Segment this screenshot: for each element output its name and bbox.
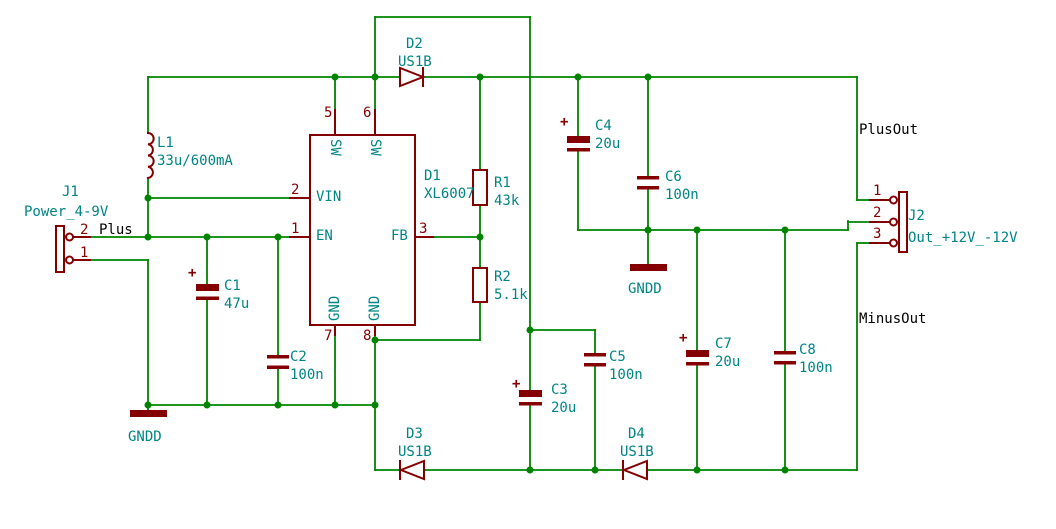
pin-number-j2-2: 2	[873, 205, 882, 221]
pin-number-j1-1: 1	[80, 245, 89, 261]
polarity-plus-c3: +	[512, 376, 521, 392]
pin-number-j1-2: 2	[80, 222, 89, 238]
component-D3-diode[interactable]	[398, 459, 425, 481]
pin-number-gnd7: 7	[324, 328, 333, 344]
ref-R1: R1	[494, 175, 511, 191]
gndd-symbol-left[interactable]	[130, 410, 167, 417]
component-D2-diode[interactable]	[399, 66, 426, 88]
ref-C1: C1	[224, 278, 241, 294]
value-J1: Power_4-9V	[24, 204, 109, 220]
ref-C5: C5	[609, 349, 626, 365]
component-J1-connector[interactable]	[55, 225, 91, 273]
component-C6-capacitor[interactable]	[637, 176, 659, 190]
value-D3: US1B	[398, 444, 432, 460]
ref-D3: D3	[406, 426, 423, 442]
component-C2-capacitor[interactable]	[267, 355, 289, 369]
ref-C2: C2	[290, 349, 307, 365]
value-D4: US1B	[620, 444, 654, 460]
pin-name-sw6: SW	[367, 139, 383, 156]
value-C7: 20u	[715, 354, 741, 370]
value-C1: 47u	[224, 296, 250, 312]
value-C3: 20u	[551, 400, 577, 416]
ref-J1: J1	[62, 184, 79, 200]
pin-name-fb: FB	[391, 228, 408, 244]
value-R1: 43k	[494, 193, 520, 209]
gndd-symbol-middle[interactable]	[630, 264, 667, 271]
component-D4-diode[interactable]	[621, 459, 648, 481]
ref-L1: L1	[157, 135, 174, 151]
wires	[89, 16, 871, 471]
component-C3-capacitor[interactable]	[519, 390, 542, 406]
ref-C6: C6	[665, 169, 682, 185]
gndd-label-middle: GNDD	[628, 281, 662, 297]
gndd-label-left: GNDD	[128, 429, 162, 445]
component-C7-capacitor[interactable]	[686, 350, 709, 366]
ref-C7: C7	[715, 336, 732, 352]
junction-dots	[144, 73, 789, 474]
value-C5: 100n	[609, 367, 643, 383]
component-C5-capacitor[interactable]	[584, 353, 606, 367]
polarity-plus-c4: +	[560, 114, 569, 130]
pin-number-vin: 2	[291, 182, 300, 198]
pin-number-gnd8: 8	[363, 328, 372, 344]
component-C1-capacitor[interactable]	[196, 284, 219, 300]
value-L1: 33u/600mA	[157, 153, 233, 169]
polarity-plus-c1: +	[188, 265, 197, 281]
value-J2: Out_+12V_-12V	[908, 230, 1018, 246]
component-C4-capacitor[interactable]	[567, 136, 590, 152]
pin-number-sw5: 5	[324, 105, 333, 121]
net-label-plus: Plus	[99, 222, 133, 238]
net-label-minusout: MinusOut	[859, 311, 927, 327]
ref-C8: C8	[799, 342, 816, 358]
pin-name-gnd8: GND	[367, 295, 383, 321]
component-D1-ic-body[interactable]	[289, 109, 434, 336]
component-R1-resistor[interactable]	[472, 169, 488, 206]
pin-number-j2-3: 3	[873, 226, 882, 242]
pin-name-en: EN	[316, 228, 333, 244]
pin-number-sw6: 6	[363, 105, 372, 121]
pin-number-fb: 3	[419, 221, 428, 237]
pin-name-sw5: SW	[327, 139, 343, 156]
value-D2: US1B	[398, 54, 432, 70]
component-L1-inductor[interactable]	[146, 131, 155, 180]
pin-number-j2-1: 1	[873, 183, 882, 199]
value-D1: XL6007	[424, 186, 475, 202]
ref-D4: D4	[628, 426, 645, 442]
value-R2: 5.1k	[494, 287, 528, 303]
ref-C4: C4	[595, 118, 612, 134]
component-C8-capacitor[interactable]	[774, 351, 796, 365]
ref-D2: D2	[406, 36, 423, 52]
ref-R2: R2	[494, 269, 511, 285]
value-C4: 20u	[595, 136, 621, 152]
component-R2-resistor[interactable]	[472, 267, 488, 303]
ref-C3: C3	[551, 382, 568, 398]
pin-number-en: 1	[291, 221, 300, 237]
ref-D1: D1	[424, 168, 441, 184]
component-J2-connector[interactable]	[869, 191, 908, 253]
pin-name-gnd7: GND	[327, 295, 343, 321]
value-C6: 100n	[665, 187, 699, 203]
value-C8: 100n	[799, 360, 833, 376]
net-label-plusout: PlusOut	[859, 122, 919, 138]
pin-name-vin: VIN	[316, 189, 342, 205]
ref-J2: J2	[908, 208, 925, 224]
value-C2: 100n	[290, 367, 324, 383]
polarity-plus-c7: +	[679, 330, 688, 346]
